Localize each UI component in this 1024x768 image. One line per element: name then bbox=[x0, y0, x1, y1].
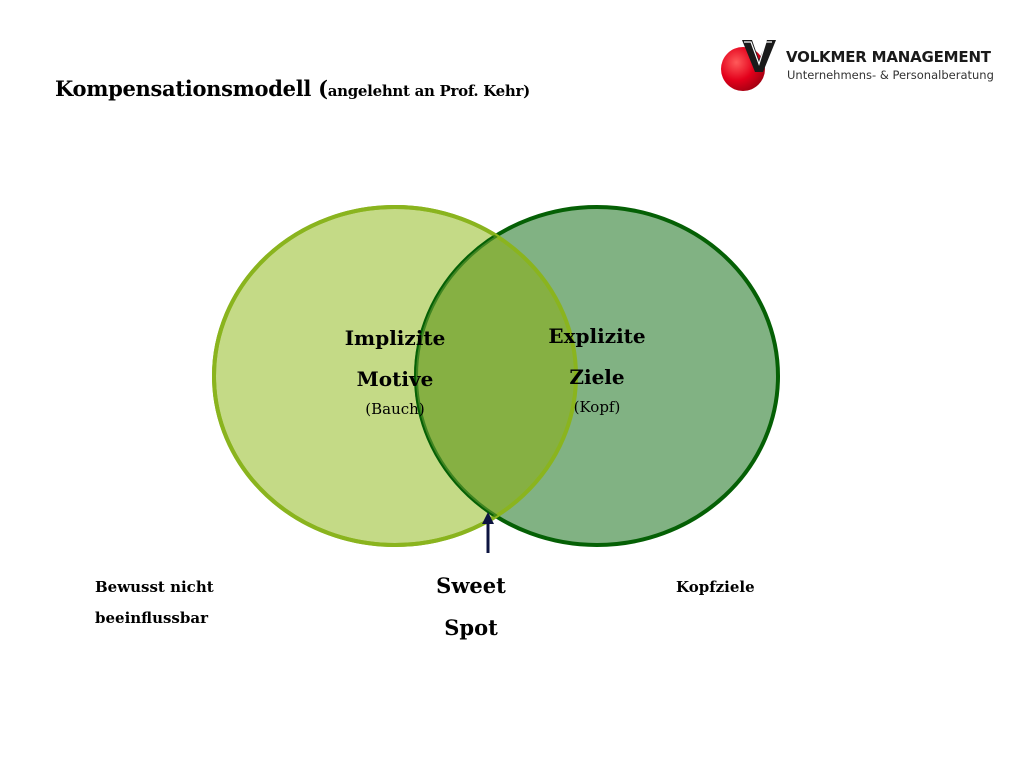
explicit-goals-outline bbox=[414, 207, 576, 545]
implicit-motives-outline bbox=[212, 205, 578, 547]
unconscious-caption-line1: Bewusst nicht bbox=[95, 578, 214, 596]
explicit-goals-note: (Kopf) bbox=[573, 398, 621, 416]
unconscious-caption-line2: beeinflussbar bbox=[95, 609, 208, 627]
implicit-motives-note: (Bauch) bbox=[365, 400, 425, 418]
head-goals-caption: Kopfziele bbox=[676, 578, 755, 596]
company-logo: VOLKMER MANAGEMENT Unternehmens- & Perso… bbox=[718, 38, 1008, 94]
logo-v-mark bbox=[742, 40, 776, 72]
page-title: Kompensationsmodell (angelehnt an Prof. … bbox=[55, 76, 530, 101]
logo-tagline: Unternehmens- & Personalberatung bbox=[787, 68, 994, 82]
title-main: Kompensationsmodell ( bbox=[55, 76, 328, 101]
logo-company-name: VOLKMER MANAGEMENT bbox=[786, 48, 991, 66]
implicit-motives-label: Implizite Motive (Bauch) bbox=[320, 318, 470, 418]
explicit-goals-line2: Ziele bbox=[569, 365, 625, 389]
sweet-spot-arrow bbox=[482, 512, 494, 553]
logo-v-highlight bbox=[744, 41, 772, 66]
implicit-motives-line2: Motive bbox=[356, 367, 434, 391]
implicit-motives-line1: Implizite bbox=[344, 326, 446, 350]
sweet-spot-overlap bbox=[416, 207, 576, 545]
sweet-spot-label: Sweet Spot bbox=[420, 565, 522, 649]
explicit-goals-line1: Explizite bbox=[548, 324, 646, 348]
sweet-spot-line2: Spot bbox=[444, 615, 498, 640]
unconscious-caption: Bewusst nicht beeinflussbar bbox=[95, 572, 214, 634]
sweet-spot-line1: Sweet bbox=[436, 573, 506, 598]
title-subtitle: angelehnt an Prof. Kehr) bbox=[327, 82, 531, 100]
volkmer-logo-icon bbox=[721, 40, 776, 91]
explicit-goals-label: Explizite Ziele (Kopf) bbox=[522, 316, 672, 416]
